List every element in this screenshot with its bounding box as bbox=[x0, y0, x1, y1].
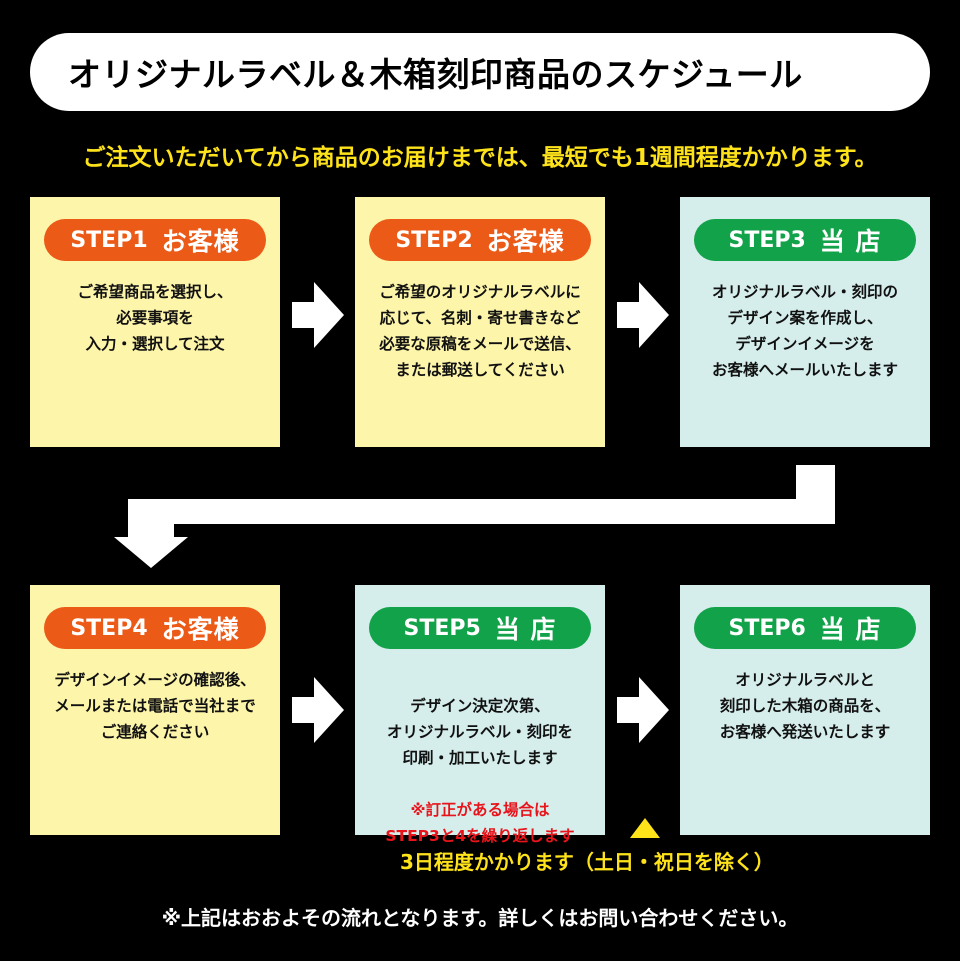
arrow-right-icon bbox=[617, 282, 669, 348]
step-5-main-text: デザイン決定次第、 オリジナルラベル・刻印を 印刷・加工いたします bbox=[386, 697, 573, 767]
step-3-actor: 当 店 bbox=[819, 227, 882, 256]
step-1-description: ご希望商品を選択し、 必要事項を 入力・選択して注文 bbox=[77, 283, 233, 353]
step-1-actor: お客様 bbox=[161, 227, 240, 256]
step-5-actor: 当 店 bbox=[494, 615, 557, 644]
step-4-card: STEP4 お客様 デザインイメージの確認後、 メールまたは電話で当社まで ご連… bbox=[30, 585, 280, 835]
step-2-number: STEP2 bbox=[395, 227, 473, 253]
step-1-card: STEP1 お客様 ご希望商品を選択し、 必要事項を 入力・選択して注文 bbox=[30, 197, 280, 447]
step-5-card: STEP5 当 店 デザイン決定次第、 オリジナルラベル・刻印を 印刷・加工いた… bbox=[355, 585, 605, 845]
arrow-down-return-icon bbox=[114, 465, 835, 568]
step-6-number: STEP6 bbox=[728, 615, 806, 641]
delivery-lead-time-notice: ご注文いただいてから商品のお届けまでは、最短でも1週間程度かかります。 bbox=[82, 145, 878, 171]
step-3-badge: STEP3 当 店 bbox=[694, 219, 916, 261]
step-2-card: STEP2 お客様 ご希望のオリジナルラベルに 応じて、名刺・寄せ書きなど 必要… bbox=[355, 197, 605, 447]
step-2-description: ご希望のオリジナルラベルに 応じて、名刺・寄せ書きなど 必要な原稿をメールで送信… bbox=[379, 283, 581, 379]
step-6-card: STEP6 当 店 オリジナルラベルと 刻印した木箱の商品を、 お客様へ発送いた… bbox=[680, 585, 930, 835]
step-2-actor: お客様 bbox=[486, 227, 565, 256]
schedule-title-banner: オリジナルラベル＆木箱刻印商品のスケジュール bbox=[30, 33, 930, 111]
page-title: オリジナルラベル＆木箱刻印商品のスケジュール bbox=[68, 55, 803, 94]
step-6-description: オリジナルラベルと 刻印した木箱の商品を、 お客様へ発送いたします bbox=[719, 671, 891, 741]
step-6-badge: STEP6 当 店 bbox=[694, 607, 916, 649]
step-5-description: デザイン決定次第、 オリジナルラベル・刻印を 印刷・加工いたします ※訂正がある… bbox=[361, 667, 599, 875]
step-1-number: STEP1 bbox=[70, 227, 148, 253]
step-3-card: STEP3 当 店 オリジナルラベル・刻印の デザイン案を作成し、 デザインイメ… bbox=[680, 197, 930, 447]
step-4-badge: STEP4 お客様 bbox=[44, 607, 266, 649]
step-4-number: STEP4 bbox=[70, 615, 148, 641]
step-3-description: オリジナルラベル・刻印の デザイン案を作成し、 デザインイメージを お客様へメー… bbox=[711, 283, 898, 379]
step-3-number: STEP3 bbox=[728, 227, 806, 253]
arrow-right-icon bbox=[617, 677, 669, 743]
step-4-actor: お客様 bbox=[161, 615, 240, 644]
step-1-badge: STEP1 お客様 bbox=[44, 219, 266, 261]
footer-disclaimer: ※上記はおおよその流れとなります。詳しくはお問い合わせください。 bbox=[161, 906, 799, 930]
step-5-correction-note: ※訂正がある場合は STEP3と4を繰り返します bbox=[385, 801, 575, 845]
triangle-up-icon bbox=[630, 818, 660, 838]
processing-duration-note: 3日程度かかります（土日・祝日を除く） bbox=[400, 850, 774, 874]
arrow-right-icon bbox=[292, 677, 344, 743]
step-2-badge: STEP2 お客様 bbox=[369, 219, 591, 261]
arrow-right-icon bbox=[292, 282, 344, 348]
step-5-number: STEP5 bbox=[403, 615, 481, 641]
step-5-badge: STEP5 当 店 bbox=[369, 607, 591, 649]
step-6-actor: 当 店 bbox=[819, 615, 882, 644]
step-4-description: デザインイメージの確認後、 メールまたは電話で当社まで ご連絡ください bbox=[54, 671, 256, 741]
